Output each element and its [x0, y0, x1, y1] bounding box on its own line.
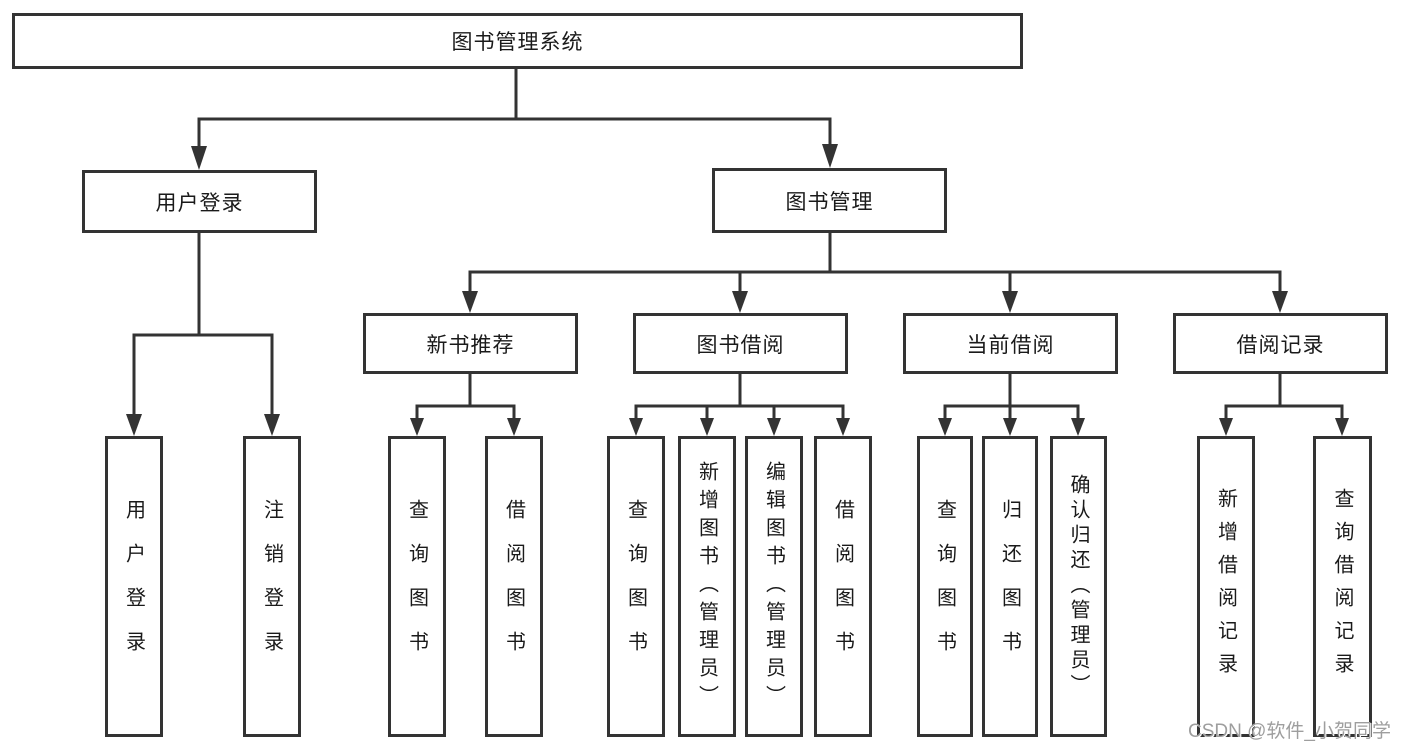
csdn-watermark: CSDN @软件_小贺同学: [1188, 721, 1391, 742]
leaf-add-borrow-record: 新增借阅记录: [1197, 436, 1255, 737]
node-book-borrow: 图书借阅: [633, 313, 848, 374]
node-borrow-record: 借阅记录: [1173, 313, 1388, 374]
leaf-label: 查询图书: [933, 498, 956, 675]
leaf-query-borrow-record: 查询借阅记录: [1313, 436, 1372, 737]
node-label: 用户登录: [155, 191, 244, 215]
leaf-label: 确认归还（管理员）: [1067, 474, 1089, 699]
node-current-borrow: 当前借阅: [903, 313, 1118, 374]
leaf-label: 归还图书: [998, 498, 1021, 675]
leaf-borrow-books-1: 借阅图书: [485, 436, 543, 737]
leaf-label: 借阅图书: [831, 498, 854, 675]
node-label: 图书管理系统: [451, 31, 584, 54]
leaf-label: 查询借阅记录: [1331, 487, 1353, 686]
node-book-management: 图书管理: [712, 168, 947, 233]
node-user-login: 用户登录: [82, 170, 317, 233]
leaf-label: 查询图书: [624, 498, 647, 675]
leaf-borrow-books-2: 借阅图书: [814, 436, 872, 737]
leaf-user-login: 用户登录: [105, 436, 163, 737]
leaf-label: 编辑图书（管理员）: [762, 460, 785, 713]
node-label: 新书推荐: [426, 333, 515, 357]
leaf-add-books-admin: 新增图书（管理员）: [678, 436, 736, 737]
node-label: 借阅记录: [1236, 333, 1325, 357]
leaf-query-books-2: 查询图书: [607, 436, 665, 737]
node-new-book-recommend: 新书推荐: [363, 313, 578, 374]
node-label: 图书借阅: [696, 333, 785, 357]
leaf-return-books: 归还图书: [982, 436, 1038, 737]
leaf-label: 注销登录: [260, 498, 283, 675]
node-label: 当前借阅: [966, 333, 1055, 357]
leaf-confirm-return-admin: 确认归还（管理员）: [1050, 436, 1107, 737]
leaf-edit-books-admin: 编辑图书（管理员）: [745, 436, 803, 737]
node-label: 图书管理: [785, 190, 874, 214]
node-library-management-system: 图书管理系统: [12, 13, 1023, 69]
leaf-label: 查询图书: [405, 498, 428, 675]
leaf-label: 新增借阅记录: [1214, 487, 1237, 686]
leaf-query-books-3: 查询图书: [917, 436, 973, 737]
leaf-logout: 注销登录: [243, 436, 301, 737]
leaf-label: 借阅图书: [502, 498, 525, 675]
leaf-query-books-1: 查询图书: [388, 436, 446, 737]
leaf-label: 新增图书（管理员）: [695, 460, 718, 713]
leaf-label: 用户登录: [122, 498, 145, 675]
